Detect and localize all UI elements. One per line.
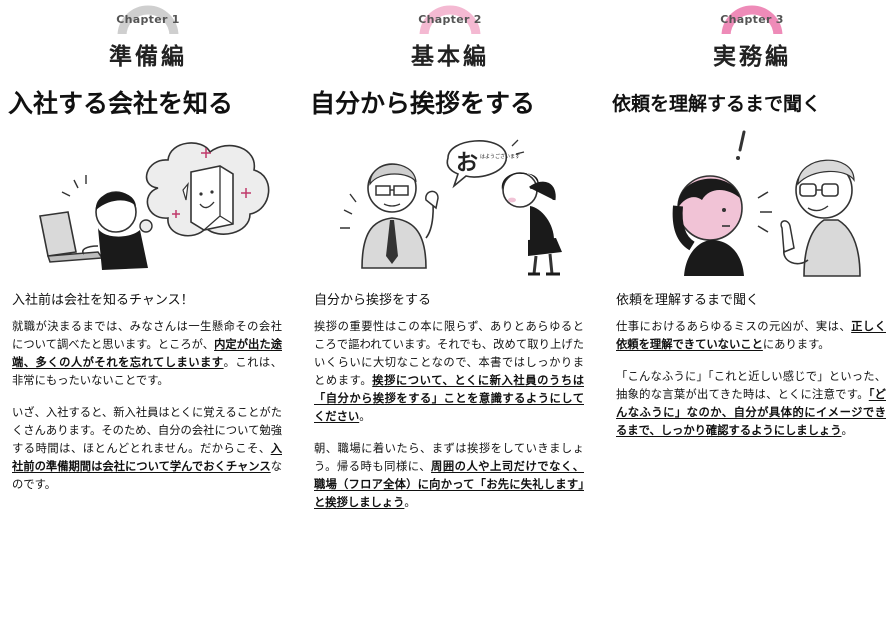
chapter-3-ring-graphic [692,5,812,70]
chapter-1-body: 就職が決まるまでは、みなさんは一生懸命その会社について調べたと思います。ところが… [12,318,282,508]
chapter-2-paragraph-2: 朝、職場に着いたら、まずは挨拶をしていきましょう。帰る時も同様に、周囲の人や上司… [314,440,584,512]
chapter-3-subtitle: 依頼を理解するまで聞く [616,293,760,308]
chapter-1-label: Chapter 1 [116,13,180,26]
chapter-3-badge: Chapter 3 実務編 [672,0,832,80]
chapter-1-title: 準備編 [109,44,187,70]
text-run: 。 [404,496,416,509]
chapter-3-heading: 依頼を理解するまで聞く [612,93,822,115]
highlighted-text: 入社前の準備期間は会社について学んでおくチャンス [12,442,282,473]
text-run: 「こんなふうに」「これと近しい感じで」といった、抽象的な言葉が出てきた時は、とく… [616,370,886,401]
chapter-1-column: Chapter 1 準備編 入社する会社を知る 入社前は会社を知るチャンス！ 就… [8,0,288,618]
text-run: 朝、職場に着いたら、まずは挨拶をしていきましょう。帰る時も同様に、 [314,442,584,473]
chapter-3-paragraph-1: 仕事におけるあらゆるミスの元凶が、実は、正しく依頼を理解できていないことにありま… [616,318,886,354]
text-run: 仕事におけるあらゆるミスの元凶が、実は、 [616,320,852,333]
chapter-1-subtitle: 入社前は会社を知るチャンス！ [12,293,194,308]
chapter-3-label: Chapter 3 [720,13,784,26]
chapter-2-label: Chapter 2 [418,13,482,26]
chapter-1-paragraph-2: いざ、入社すると、新入社員はとくに覚えることがたくさんあります。そのため、自分の… [12,404,282,494]
chapter-1-paragraph-1: 就職が決まるまでは、みなさんは一生懸命その会社について調べたと思います。ところが… [12,318,282,390]
chapter-2-paragraph-1: 挨拶の重要性はこの本に限らず、ありとあらゆるところで謳われています。それでも、改… [314,318,584,426]
listening-illustration [672,130,861,277]
greeting-bubble-small-text: はようございます [480,153,520,160]
text-run: 。これは、非常にもったいないことです。 [12,356,282,387]
chapter-2-body: 挨拶の重要性はこの本に限らず、ありとあらゆるところで謳われています。それでも、改… [314,318,584,526]
chapter-3-body: 仕事におけるあらゆるミスの元凶が、実は、正しく依頼を理解できていないことにありま… [616,318,886,454]
text-run: 。 [359,410,371,423]
highlighted-text: 正しく依頼を理解できていないこと [616,320,886,351]
chapter-3-title: 実務編 [713,44,791,70]
highlighted-text: 「どんなふうに」なのか、自分が具体的にイメージできるまで、しっかり確認するように… [616,388,886,437]
highlighted-text: 周囲の人や上司だけでなく、職場（フロア全体）に向かって「お先に失礼します」と挨拶… [314,460,584,509]
chapter-2-heading: 自分から挨拶をする [310,89,536,118]
text-run: 挨拶の重要性はこの本に限らず、ありとあらゆるところで謳われています。それでも、改… [314,320,584,387]
chapter-2-column: Chapter 2 基本編 自分から挨拶をする お はようございます 自分から挨… [310,0,590,618]
text-run: いざ、入社すると、新入社員はとくに覚えることがたくさんあります。そのため、自分の… [12,406,282,455]
chapter-3-column: Chapter 3 実務編 依頼を理解するまで聞く 依頼を理解するまで聞く 仕事… [612,0,892,618]
laptop-worker-illustration [39,142,270,270]
text-run: なのです。 [12,460,282,491]
chapter-2-badge: Chapter 2 基本編 [370,0,530,80]
chapter-2-ring-graphic [390,5,510,70]
chapter-2-title: 基本編 [411,44,489,70]
text-run: にあります。 [762,338,830,351]
greeting-illustration: お はようございます [340,139,562,276]
text-run: 。 [841,424,853,437]
greeting-bubble-big-char: お [456,151,478,176]
chapter-1-badge: Chapter 1 準備編 [68,0,228,80]
chapter-3-paragraph-2: 「こんなふうに」「これと近しい感じで」といった、抽象的な言葉が出てきた時は、とく… [616,368,886,440]
chapter-1-heading: 入社する会社を知る [8,89,234,118]
highlighted-text: 挨拶について、とくに新入社員のうちは「自分から挨拶をする」ことを意識するようにし… [314,374,584,423]
chapter-2-subtitle: 自分から挨拶をする [314,293,432,308]
highlighted-text: 内定が出た途端、多くの人がそれを忘れてしまいます [12,338,282,369]
text-run: 就職が決まるまでは、みなさんは一生懸命その会社について調べたと思います。ところが… [12,320,282,351]
chapter-1-ring-graphic [88,5,208,70]
